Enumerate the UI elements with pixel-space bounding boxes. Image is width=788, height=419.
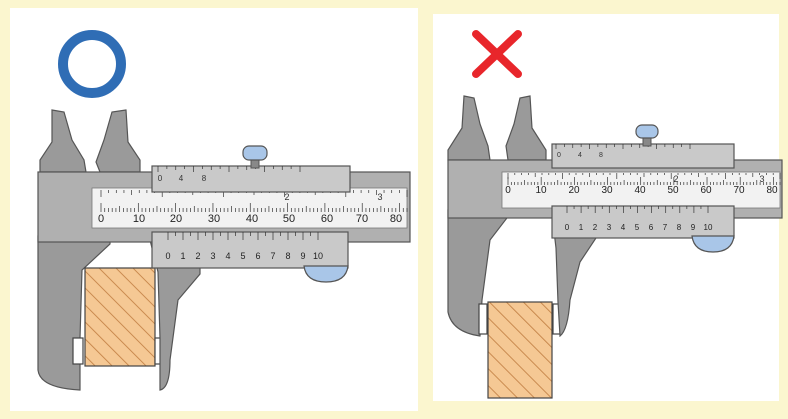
main-scale-label: 20 xyxy=(568,185,580,196)
vernier-label: 8 xyxy=(677,223,682,232)
cross-icon xyxy=(472,30,522,78)
main-scale-label: 0 xyxy=(505,185,511,196)
vernier-top-label: 4 xyxy=(179,174,184,183)
main-scale-top-labels: 2 3 xyxy=(284,192,382,202)
vernier-label: 6 xyxy=(255,251,260,261)
vernier-label: 0 xyxy=(165,251,170,261)
vernier-label: 7 xyxy=(270,251,275,261)
panel-correct: 0 10 20 30 40 50 60 70 80 2 3 0 4 8 0 1 … xyxy=(37,30,411,391)
vernier-label: 1 xyxy=(579,223,584,232)
vernier-label: 10 xyxy=(704,223,713,232)
main-scale-ticks xyxy=(507,173,781,185)
inch-scale-label: 3 xyxy=(759,174,764,184)
main-scale-label: 80 xyxy=(390,213,402,225)
vernier-label: 2 xyxy=(195,251,200,261)
workpiece-contact-pad-left xyxy=(478,303,488,335)
sliding-jaw xyxy=(551,213,597,338)
main-scale-label: 40 xyxy=(246,213,258,225)
vernier-label: 7 xyxy=(663,223,668,232)
vernier-label: 10 xyxy=(313,251,323,261)
vernier-top-label: 4 xyxy=(578,152,582,159)
vernier-labels: 0 1 2 3 4 5 6 7 8 9 10 xyxy=(165,251,323,261)
main-scale-label: 70 xyxy=(356,213,368,225)
vernier-lower-plate xyxy=(551,205,735,239)
vernier-top-label: 0 xyxy=(158,174,163,183)
vernier-label: 2 xyxy=(593,223,598,232)
workpiece-contact-pad-left xyxy=(72,337,84,365)
main-scale-label: 20 xyxy=(170,213,182,225)
lock-screw-head[interactable] xyxy=(635,124,659,139)
vernier-top-label: 8 xyxy=(202,174,207,183)
thumb-wheel[interactable] xyxy=(691,235,735,253)
vernier-label: 5 xyxy=(635,223,640,232)
workpiece xyxy=(84,267,156,367)
vernier-top-label: 0 xyxy=(557,152,561,159)
main-scale-labels: 0 10 20 30 40 50 60 70 80 xyxy=(505,185,778,196)
vernier-lower-ticks xyxy=(167,232,319,240)
main-scale-label: 0 xyxy=(98,213,104,225)
inch-scale-label: 2 xyxy=(284,192,289,202)
main-scale-label: 10 xyxy=(535,185,547,196)
main-scale-label: 30 xyxy=(601,185,613,196)
vernier-label: 8 xyxy=(285,251,290,261)
main-scale-label: 50 xyxy=(667,185,679,196)
main-scale-label: 10 xyxy=(133,213,145,225)
main-scale-label: 60 xyxy=(700,185,712,196)
main-scale-label: 70 xyxy=(733,185,745,196)
main-scale-label: 50 xyxy=(283,213,295,225)
main-scale-label: 80 xyxy=(766,185,778,196)
vernier-lower-plate xyxy=(151,231,349,269)
vernier-lower-ticks xyxy=(566,206,709,213)
vernier-top-label: 8 xyxy=(599,152,603,159)
main-scale-label: 60 xyxy=(321,213,333,225)
vernier-label: 9 xyxy=(300,251,305,261)
workpiece xyxy=(487,301,553,399)
main-scale-label: 40 xyxy=(634,185,646,196)
inch-scale-label: 3 xyxy=(377,192,382,202)
sliding-jaw xyxy=(149,239,201,391)
lock-screw-head[interactable] xyxy=(242,145,268,161)
panel-incorrect: 0 10 20 30 40 50 60 70 80 2 3 0 4 8 0 1 … xyxy=(447,30,783,399)
vernier-label: 9 xyxy=(691,223,696,232)
main-scale-labels: 0 10 20 30 40 50 60 70 80 xyxy=(98,213,402,225)
inch-scale-label: 2 xyxy=(673,174,678,184)
vernier-label: 3 xyxy=(607,223,612,232)
fixed-jaw xyxy=(37,235,111,391)
vernier-labels: 0 1 2 3 4 5 6 7 8 9 10 xyxy=(565,223,713,232)
vernier-label: 3 xyxy=(210,251,215,261)
vernier-label: 4 xyxy=(621,223,626,232)
vernier-label: 6 xyxy=(649,223,654,232)
fixed-jaw xyxy=(447,209,511,337)
thumb-wheel[interactable] xyxy=(303,265,349,283)
vernier-label: 4 xyxy=(225,251,230,261)
vernier-label: 5 xyxy=(240,251,245,261)
vernier-upper-plate xyxy=(551,143,735,169)
circle-icon xyxy=(58,30,126,98)
vernier-label: 0 xyxy=(565,223,570,232)
vernier-label: 1 xyxy=(180,251,185,261)
main-scale-top-labels: 2 3 xyxy=(673,174,764,184)
main-scale-label: 30 xyxy=(208,213,220,225)
